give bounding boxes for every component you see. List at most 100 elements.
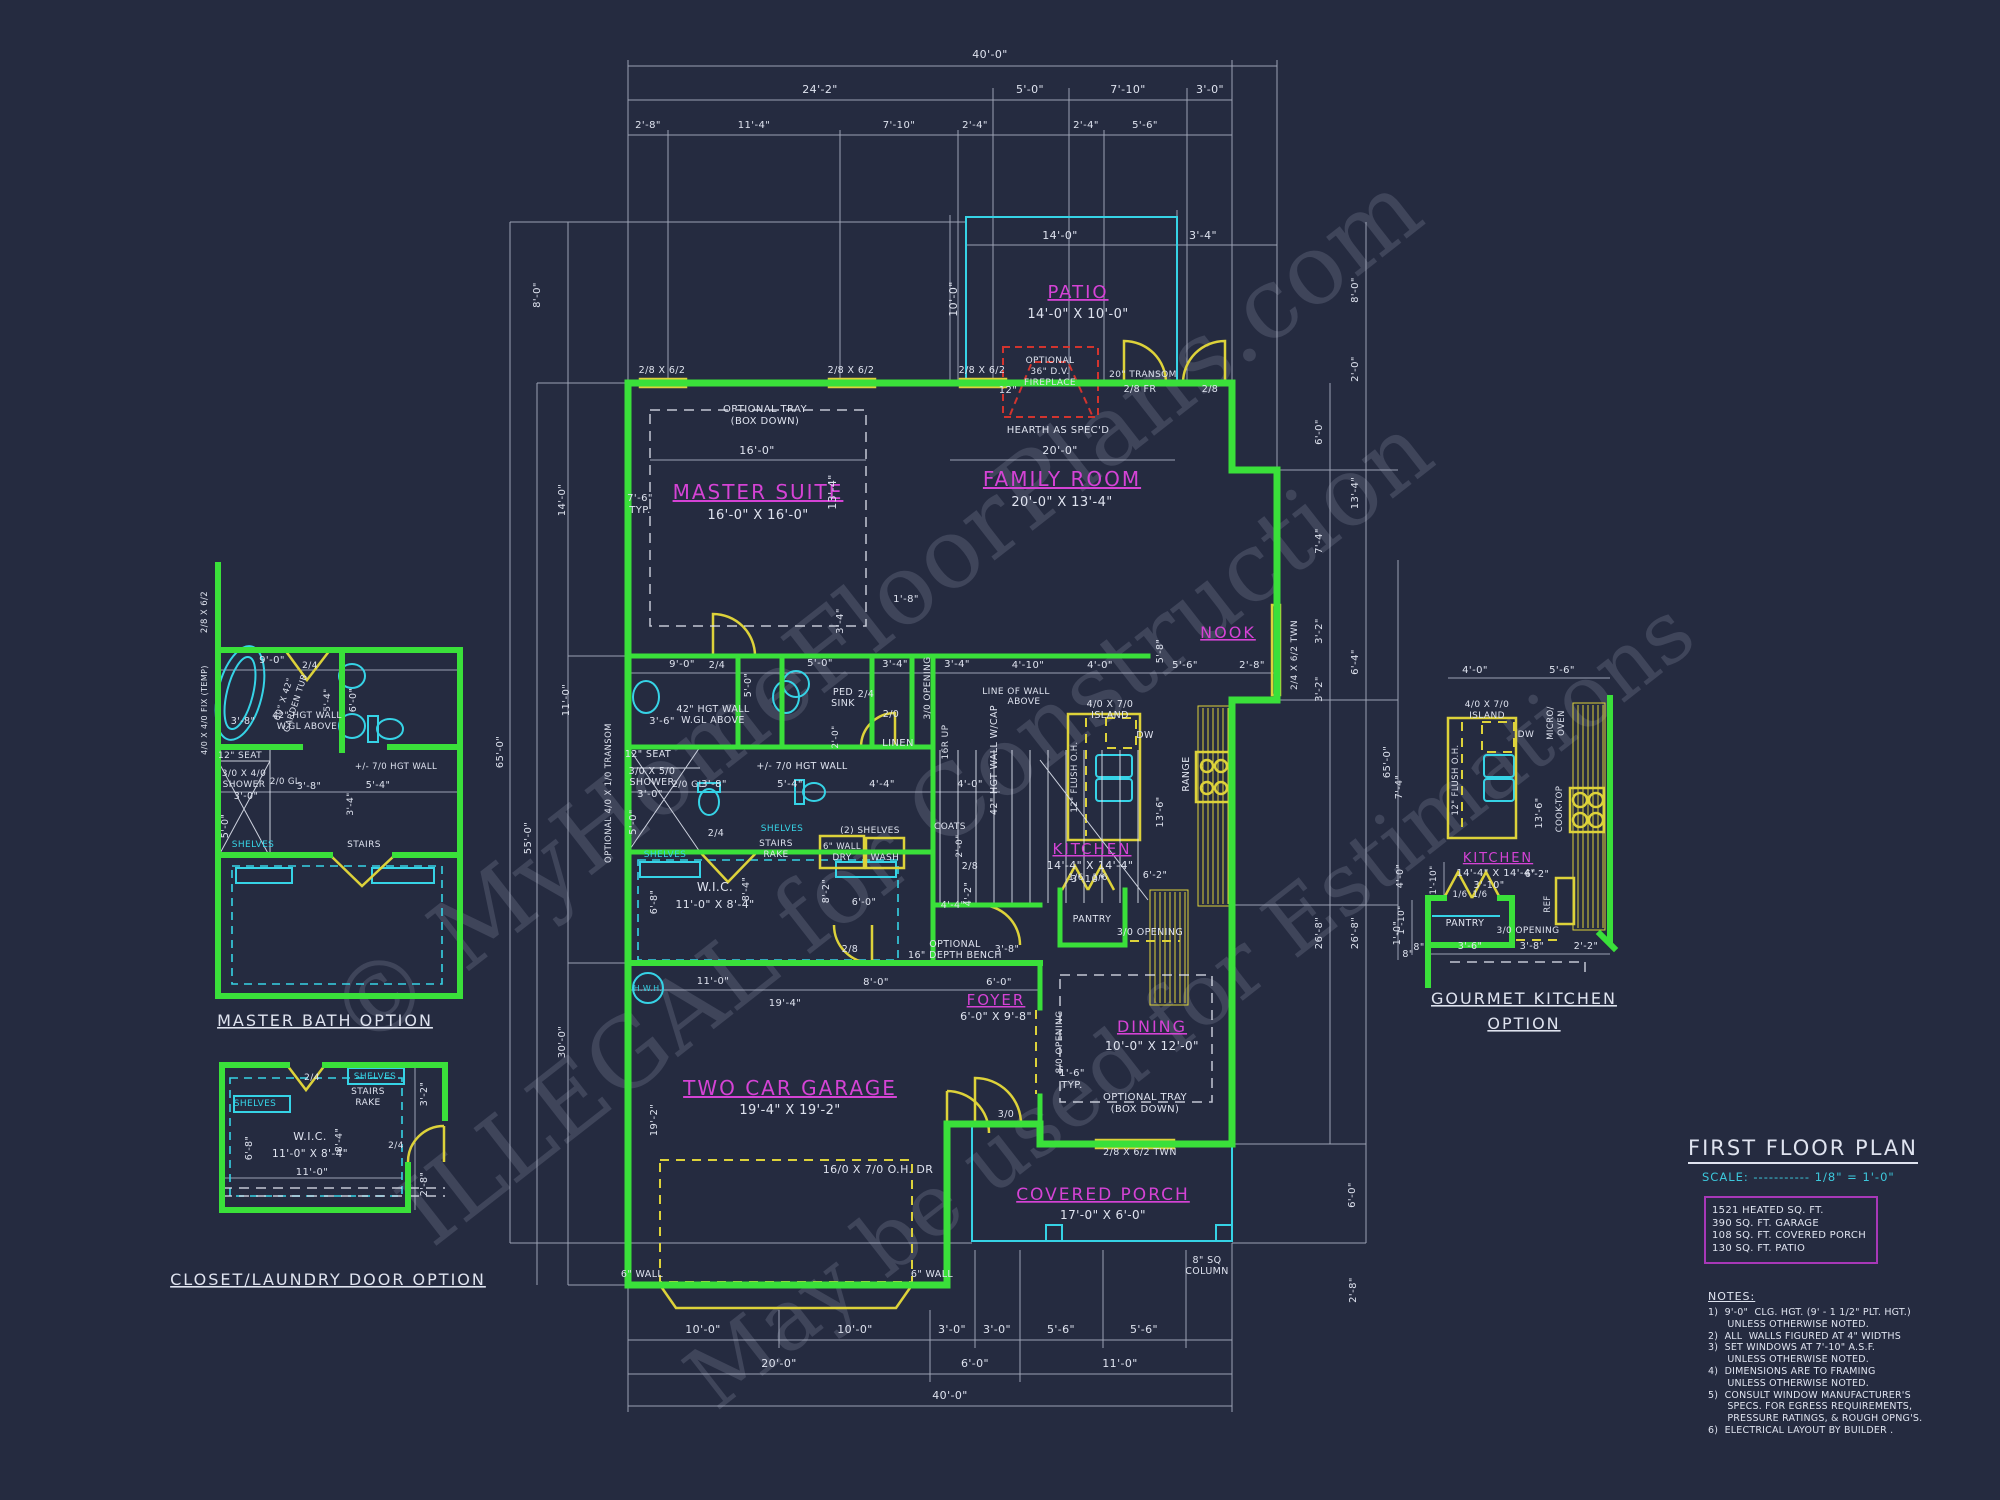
plan-label: 1'-10" <box>1397 905 1407 934</box>
plan-label: 2'-8" <box>1348 1277 1359 1303</box>
inset-door-arc <box>406 1124 446 1163</box>
plan-label: 40'-0" <box>932 1389 967 1402</box>
plan-label: 11'-0" <box>1102 1357 1137 1370</box>
plan-label: 65'-0" <box>1382 746 1393 778</box>
plan-label: 2/4 <box>302 661 318 671</box>
plan-label: 3/0 X 5/0 <box>629 766 676 777</box>
plan-label: SHOWER <box>629 777 674 788</box>
plan-label: 2/4 <box>304 1073 320 1083</box>
dimension-lines <box>218 60 1610 1412</box>
page-title: FIRST FLOOR PLAN <box>1688 1136 1918 1164</box>
plan-label: LINEN <box>882 738 914 749</box>
room-dims-wic: 11'-0" X 8'-4" <box>675 898 754 911</box>
plan-label: 11'-0" <box>561 684 572 716</box>
plan-label: OPTIONAL <box>1026 356 1075 366</box>
plan-label: 3'-2" <box>1314 618 1325 644</box>
room-dims-patio: 14'-0" X 10'-0" <box>1027 307 1128 322</box>
plan-label: 2'-8" <box>419 1172 430 1197</box>
island-sink <box>1095 754 1133 778</box>
plan-label: 12" FLUSH O.H. <box>1070 742 1080 813</box>
plan-label: 6'-8" <box>244 1136 255 1161</box>
plan-label: 26'-8" <box>1314 917 1325 949</box>
plan-label: 1/6 <box>1092 873 1108 883</box>
plan-label: DW <box>1136 730 1154 741</box>
inset-title-gourmet-kitchen: GOURMET KITCHEN <box>1431 989 1617 1008</box>
gourmet-fridge <box>1554 876 1576 926</box>
plan-label: SINK <box>831 698 855 709</box>
note-line: PRESSURE RATINGS, & ROUGH OPNG'S. <box>1708 1413 1923 1425</box>
room-dims-foyer: 6'-0" X 9'-8" <box>960 1010 1032 1023</box>
room-label-patio: PATIO <box>1047 282 1108 303</box>
note-line: 3) SET WINDOWS AT 7'-10" A.S.F. <box>1708 1342 1876 1354</box>
plan-label: SHELVES <box>232 840 275 850</box>
plan-label: 2/8 X 6/2 <box>200 591 210 633</box>
plan-label: W.GL ABOVE <box>277 722 338 732</box>
plan-label: 2'-0" <box>955 834 965 857</box>
plan-label: 3'-4" <box>835 608 846 634</box>
toilet-tank <box>697 782 721 793</box>
plan-label: STAIRS <box>347 840 381 850</box>
plan-label: RAKE <box>355 1098 380 1108</box>
inset-wic-outline <box>231 865 443 985</box>
plan-label: 8" <box>1402 949 1413 960</box>
room-dims-dining: 10'-0" X 12'-0" <box>1105 1039 1199 1053</box>
plan-label: 3'-6" <box>649 716 675 727</box>
plan-label: 8/0 OPENING <box>1055 1010 1065 1073</box>
plan-label: 6'-2" <box>1525 869 1550 880</box>
inset-shelf <box>235 867 293 884</box>
plan-label: 65'-0" <box>495 736 506 768</box>
plan-label: TYP. <box>1060 1080 1082 1091</box>
inset-gourmet-walls <box>1425 695 1619 988</box>
plan-label: 4'-0" <box>957 779 983 790</box>
note-line: 1) 9'-0" CLG. HGT. (9' - 1 1/2" PLT. HGT… <box>1708 1307 1911 1318</box>
area-garage: 390 SQ. FT. GARAGE <box>1712 1217 1819 1229</box>
plan-label: ISLAND <box>1091 710 1129 721</box>
plan-label: 9'-0" <box>669 659 695 670</box>
plan-label: 6" WALL <box>621 1269 663 1280</box>
plan-label: 6'-0" <box>986 977 1012 988</box>
plan-label: 1'-0" <box>1392 921 1403 946</box>
inset-title-master-bath-option: MASTER BATH OPTION <box>217 1011 433 1030</box>
plan-label: 2/0 GL <box>672 780 704 790</box>
plan-label: 8" SQ <box>1193 1255 1222 1266</box>
plan-label: 6'-2" <box>1143 870 1168 881</box>
plan-label: 13'-4" <box>1350 477 1361 509</box>
laundry-option-dashes <box>222 1187 445 1197</box>
plan-label: 2/8 <box>1202 384 1219 395</box>
inset-closet-walls <box>219 1062 448 1213</box>
plan-label: (2) SHELVES <box>840 826 900 836</box>
plan-label: SHELVES <box>234 1099 277 1109</box>
plan-label: 10'-0" <box>685 1323 720 1336</box>
plan-label: PANTRY <box>1073 914 1112 925</box>
plan-label: 4'-10" <box>1012 660 1044 671</box>
plan-label: 4'-0" <box>1395 864 1406 889</box>
plan-label: 19'-4" <box>769 998 801 1009</box>
scale-note: SCALE: ----------- 1/8" = 1'-0" <box>1702 1170 1895 1184</box>
plan-label: 3/0 OPENING <box>1117 927 1183 938</box>
plan-label: 5'-0" <box>220 814 231 839</box>
exterior-walls <box>624 379 1281 1289</box>
plan-label: ABOVE <box>1008 697 1041 707</box>
plan-label: 6'-0" <box>1347 1182 1358 1208</box>
inset-bifold-door <box>286 1064 326 1093</box>
plan-label: 5'-6" <box>1047 1323 1075 1336</box>
plan-label: 14'-0" <box>1042 229 1077 242</box>
plan-label: 2/8 FR <box>1124 384 1157 395</box>
plan-label: 3'-0" <box>983 1323 1011 1336</box>
plan-label: OPTION <box>1487 1014 1560 1033</box>
plan-label: 26'-8" <box>1350 917 1361 949</box>
plan-label: 6'-0" <box>961 1357 989 1370</box>
plan-label: 2/4 <box>709 660 726 671</box>
plan-label: 16'-0" <box>739 444 774 457</box>
room-label-kitchen: KITCHEN <box>1053 840 1132 858</box>
patio-outline <box>965 216 1178 383</box>
plan-label: 3'-0" <box>637 789 663 800</box>
room-label-covered-porch: COVERED PORCH <box>1016 1185 1190 1205</box>
master-tray <box>649 409 867 627</box>
plan-label: COATS <box>934 822 966 832</box>
plan-label: 42" HGT WALL W/CAP <box>989 705 1000 815</box>
gourmet-cooktop <box>1568 786 1606 834</box>
plan-label: 2/8 <box>842 944 859 955</box>
plan-label: 6'-0" <box>1314 419 1325 445</box>
plan-label: 4'-4" <box>869 779 895 790</box>
